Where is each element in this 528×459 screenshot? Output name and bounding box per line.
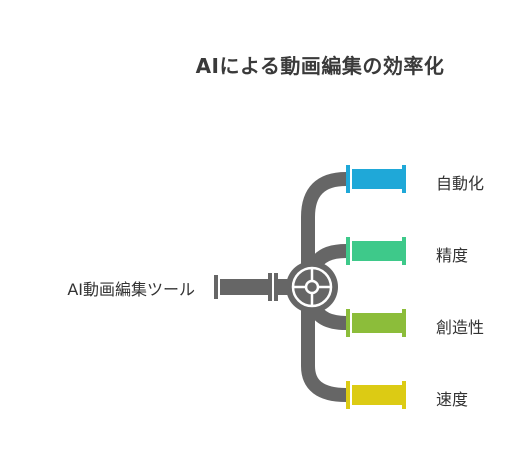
diagram-title: AIによる動画編集の効率化: [195, 54, 445, 78]
outlet-connector-3: [346, 309, 406, 337]
manifold-pipe: [301, 172, 347, 402]
output-label-2: 精度: [436, 246, 469, 265]
source-pipe: [214, 273, 290, 301]
outlet-connector-2: [346, 237, 406, 265]
valve-wheel-icon: [286, 261, 338, 313]
outlet-connector-1: [346, 165, 406, 193]
source-label: AI動画編集ツール: [67, 280, 195, 299]
output-label-3: 創造性: [436, 318, 485, 337]
output-label-1: 自動化: [436, 174, 485, 193]
outlet-connector-4: [346, 381, 406, 409]
output-label-4: 速度: [436, 390, 469, 409]
